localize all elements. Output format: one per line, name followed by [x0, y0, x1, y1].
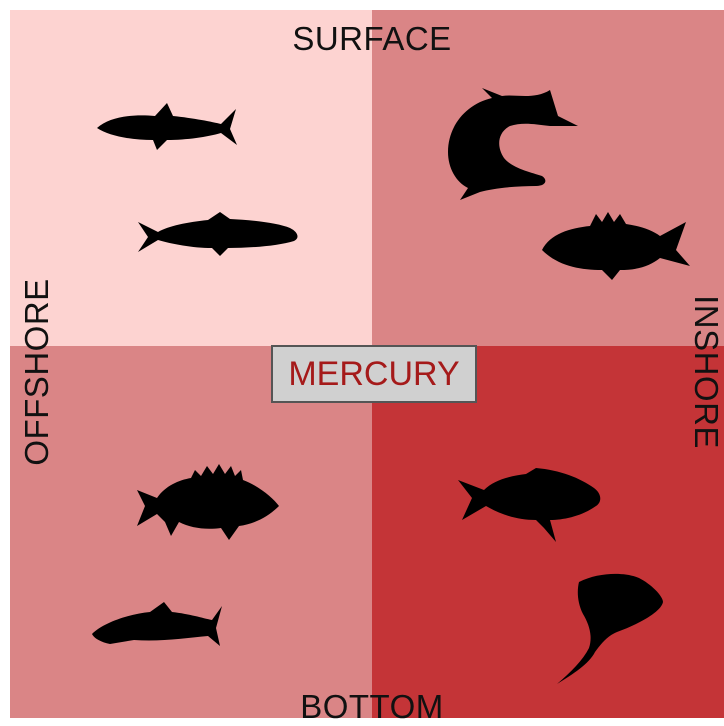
surface-label: SURFACE [0, 20, 724, 58]
offshore-label: OFFSHORE [18, 278, 56, 465]
stingray-icon [555, 568, 665, 688]
mercury-label: MERCURY [271, 345, 477, 403]
flatfish-icon [90, 598, 222, 650]
bottom-label: BOTTOM [0, 688, 724, 726]
quadrant-surface-offshore [10, 10, 372, 346]
mackerel-icon [95, 100, 240, 158]
rockfish-icon [135, 462, 280, 542]
herring-icon [138, 210, 300, 260]
bass-icon [540, 210, 692, 282]
grouper-icon [456, 462, 602, 544]
inshore-label: INSHORE [687, 295, 724, 449]
tarpon-icon [446, 86, 578, 202]
